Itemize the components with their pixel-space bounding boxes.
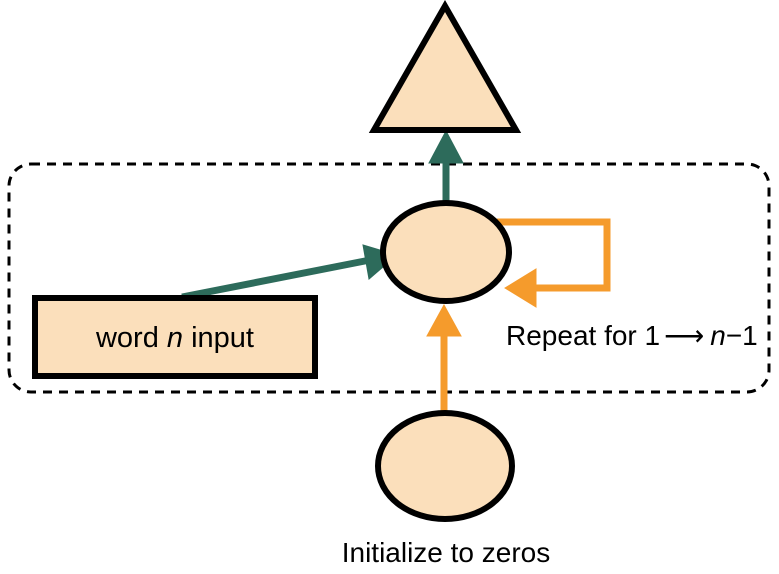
repeat-label-suffix: −1 [726, 320, 758, 351]
hidden-to-output-arrow [428, 129, 464, 206]
word-input-label-prefix: word [95, 322, 167, 354]
input-to-hidden-arrow [181, 244, 399, 301]
recurrent-self-loop-arrow [497, 218, 611, 308]
word-input-label-suffix: input [183, 322, 254, 354]
repeat-label-prefix: Repeat for 1 [506, 320, 660, 351]
output-triangle[interactable] [368, 0, 522, 133]
repeat-label-italic-n: n [710, 320, 726, 351]
word-input-box[interactable] [32, 295, 318, 379]
repeat-group-dashed-box [7, 162, 771, 394]
word-input-label-italic-n: n [167, 322, 183, 354]
repeat-label: Repeat for 1⟶n−1 [506, 320, 758, 351]
initialize-caption: Initialize to zeros [342, 537, 551, 568]
word-input-label: word n input [95, 322, 254, 354]
init-to-hidden-arrow [426, 303, 462, 416]
initial-state-ellipse[interactable] [375, 410, 515, 522]
hidden-state-ellipse[interactable] [380, 200, 512, 304]
repeat-arrow-glyph: ⟶ [664, 320, 704, 351]
